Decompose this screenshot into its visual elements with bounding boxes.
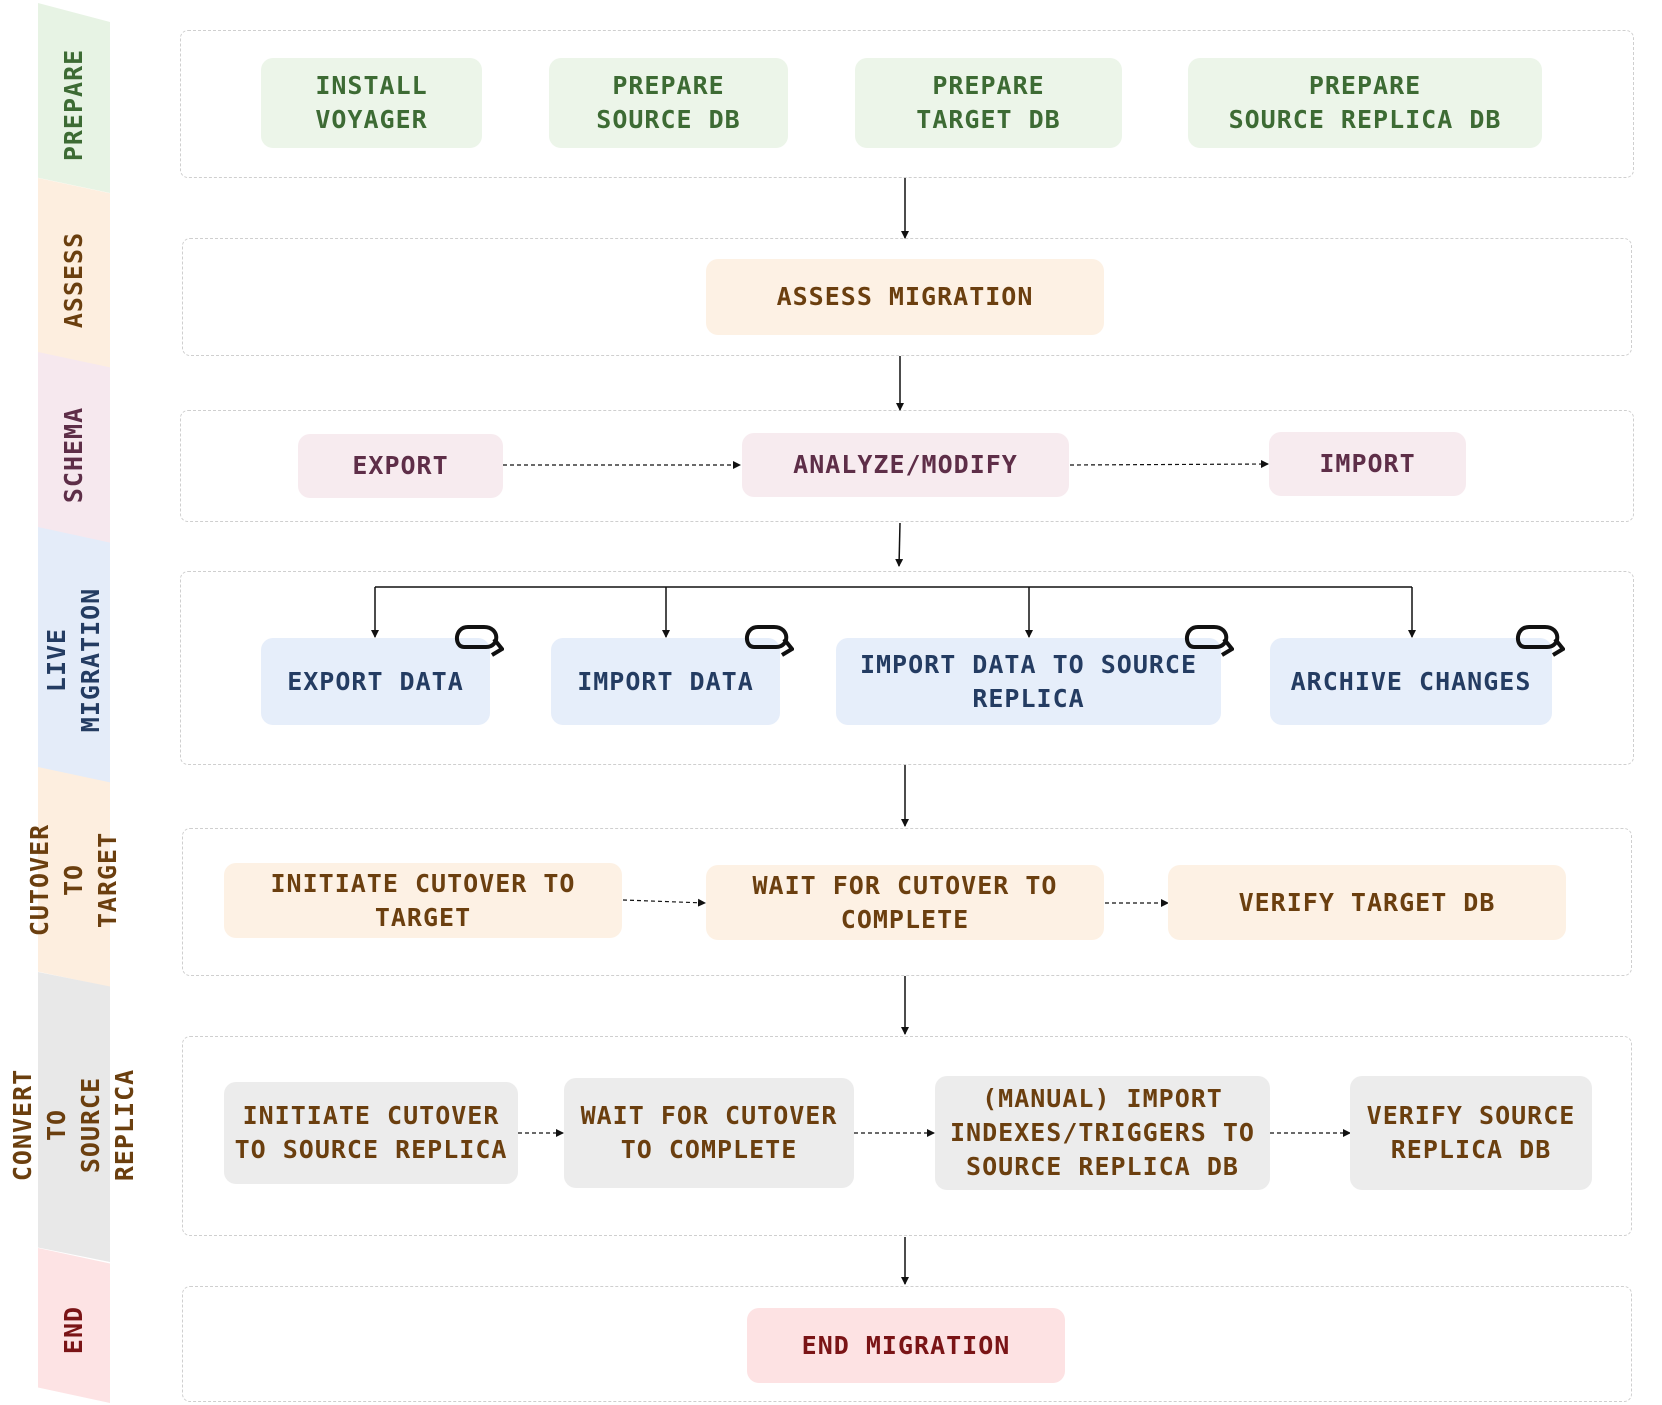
step-install-voyager: INSTALL VOYAGER xyxy=(261,58,482,148)
arrow-analyze-to-import xyxy=(1069,460,1269,469)
loop-arrow-icon xyxy=(1185,625,1234,657)
step-archive-changes: ARCHIVE CHANGES xyxy=(1270,638,1552,725)
rail-segment-prepare xyxy=(38,3,110,193)
step-end-migration: END MIGRATION xyxy=(747,1308,1065,1383)
step-import-data: IMPORT DATA xyxy=(551,638,780,725)
step-label: IMPORT DATA xyxy=(577,666,754,696)
step-label: IMPORT DATA TO SOURCE REPLICA xyxy=(859,649,1198,713)
rail-segment-schema xyxy=(38,352,110,544)
step-label: WAIT FOR CUTOVER TO COMPLETE xyxy=(752,870,1058,934)
loop-arrow-icon xyxy=(745,625,794,657)
loop-arrow-icon xyxy=(455,625,504,657)
panel-cutover-to-target xyxy=(182,828,1632,976)
step-label: ARCHIVE CHANGES xyxy=(1290,666,1532,696)
step-verify-target-db: VERIFY TARGET DB xyxy=(1168,865,1566,940)
step-import-data-to-source-replica: IMPORT DATA TO SOURCE REPLICA xyxy=(836,638,1221,725)
step-verify-source-replica-db: VERIFY SOURCE REPLICA DB xyxy=(1350,1076,1592,1190)
step-export-data: EXPORT DATA xyxy=(261,638,490,725)
step-label: VERIFY SOURCE REPLICA DB xyxy=(1366,1101,1576,1164)
step-label: INSTALL VOYAGER xyxy=(315,71,428,134)
step-schema-import: IMPORT xyxy=(1269,432,1466,496)
rail-segment-convert-to-source-replica xyxy=(38,972,110,1262)
step-label: WAIT FOR CUTOVER TO COMPLETE xyxy=(580,1101,838,1164)
step-assess-migration: ASSESS MIGRATION xyxy=(706,259,1104,335)
step-wait-for-cutover-to-complete-replica: WAIT FOR CUTOVER TO COMPLETE xyxy=(564,1078,854,1188)
step-label: INITIATE CUTOVER TO SOURCE REPLICA xyxy=(234,1101,508,1164)
panel-convert-to-source-replica xyxy=(182,1036,1632,1236)
arrow-schema-to-live xyxy=(895,522,904,567)
step-label: EXPORT xyxy=(352,451,449,480)
panel-schema xyxy=(180,410,1634,522)
loop-arrow-icon xyxy=(1516,625,1565,657)
step-schema-export: EXPORT xyxy=(298,434,503,498)
step-label: PREPARE SOURCE REPLICA DB xyxy=(1228,71,1502,134)
panel-end xyxy=(182,1286,1632,1402)
step-label: END MIGRATION xyxy=(801,1330,1011,1360)
step-label: ANALYZE/MODIFY xyxy=(793,450,1018,479)
step-schema-analyze-modify: ANALYZE/MODIFY xyxy=(742,433,1069,497)
rail-segment-live-migration xyxy=(38,527,110,787)
step-prepare-target-db: PREPARE TARGET DB xyxy=(855,58,1122,148)
rail-segment-assess xyxy=(38,178,110,368)
step-label: ASSESS MIGRATION xyxy=(776,282,1034,311)
step-label: VERIFY TARGET DB xyxy=(1238,887,1496,917)
step-prepare-source-db: PREPARE SOURCE DB xyxy=(549,58,788,148)
step-wait-for-cutover-to-complete: WAIT FOR CUTOVER TO COMPLETE xyxy=(706,865,1104,940)
step-initiate-cutover-to-source-replica: INITIATE CUTOVER TO SOURCE REPLICA xyxy=(224,1082,518,1184)
step-label: PREPARE TARGET DB xyxy=(916,71,1061,134)
step-label: (MANUAL) IMPORT INDEXES/TRIGGERS TO SOUR… xyxy=(950,1084,1255,1181)
arrow-initiate-to-wait xyxy=(622,898,706,907)
panel-live-migration xyxy=(180,571,1634,765)
panel-prepare xyxy=(180,30,1634,178)
step-label: IMPORT xyxy=(1319,449,1416,478)
step-label: PREPARE SOURCE DB xyxy=(596,71,741,134)
rail-segment-end xyxy=(38,1248,110,1403)
step-prepare-source-replica-db: PREPARE SOURCE REPLICA DB xyxy=(1188,58,1542,148)
step-manual-import-indexes-triggers: (MANUAL) IMPORT INDEXES/TRIGGERS TO SOUR… xyxy=(935,1076,1270,1190)
step-initiate-cutover-to-target: INITIATE CUTOVER TO TARGET xyxy=(224,863,622,938)
step-label: INITIATE CUTOVER TO TARGET xyxy=(270,868,576,932)
rail-segment-cutover-to-target xyxy=(38,767,110,987)
step-label: EXPORT DATA xyxy=(287,666,464,696)
